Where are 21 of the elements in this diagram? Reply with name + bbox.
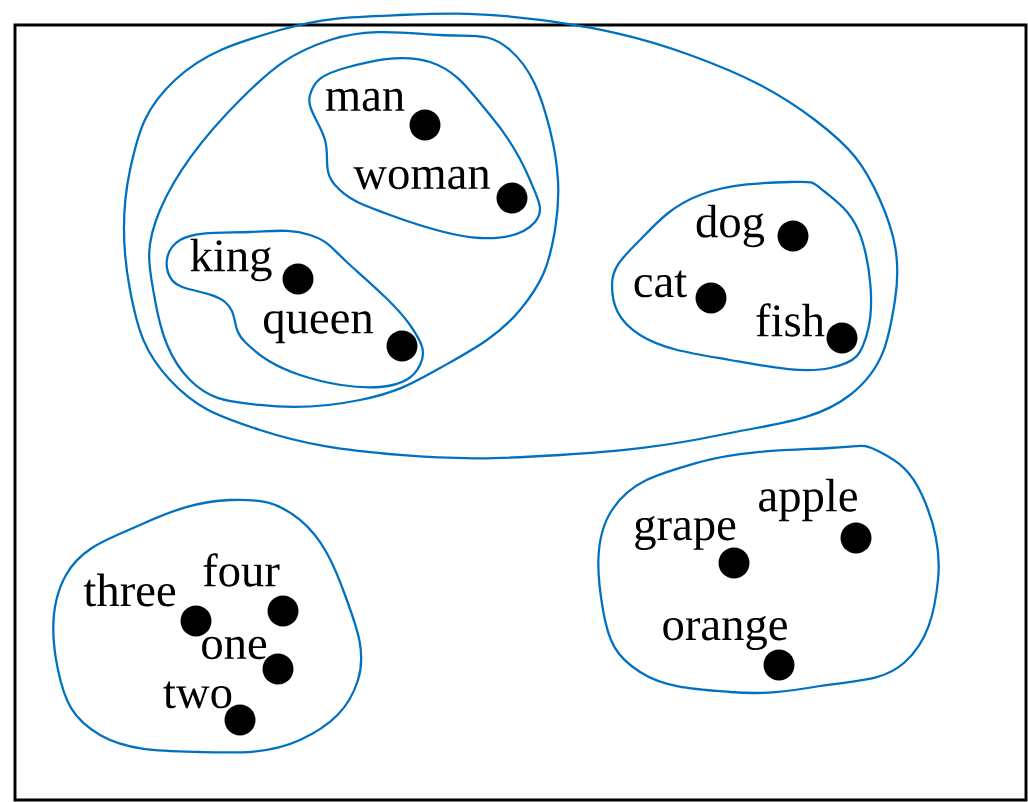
word-label: four — [203, 553, 280, 587]
word-label: cat — [634, 270, 687, 298]
cluster-loop — [52, 498, 363, 754]
word-label: orange — [663, 616, 787, 650]
word-label: dog — [696, 204, 765, 248]
word-label: two — [163, 681, 232, 709]
word-label: queen — [264, 310, 374, 344]
word-label: one — [202, 636, 267, 660]
word-label: king — [190, 238, 272, 282]
word-label: man — [325, 88, 405, 112]
cluster-loop — [165, 229, 425, 389]
cluster-loop — [308, 56, 542, 240]
word-label: grape — [635, 516, 736, 550]
word-label: three — [83, 573, 176, 607]
cluster-loop — [122, 12, 899, 460]
word-label: woman — [353, 166, 490, 190]
cluster-loop — [597, 444, 940, 695]
cluster-loop — [148, 30, 560, 409]
cluster-loop — [610, 180, 873, 372]
word-label: fish — [756, 303, 825, 337]
word-label: apple — [759, 478, 857, 522]
